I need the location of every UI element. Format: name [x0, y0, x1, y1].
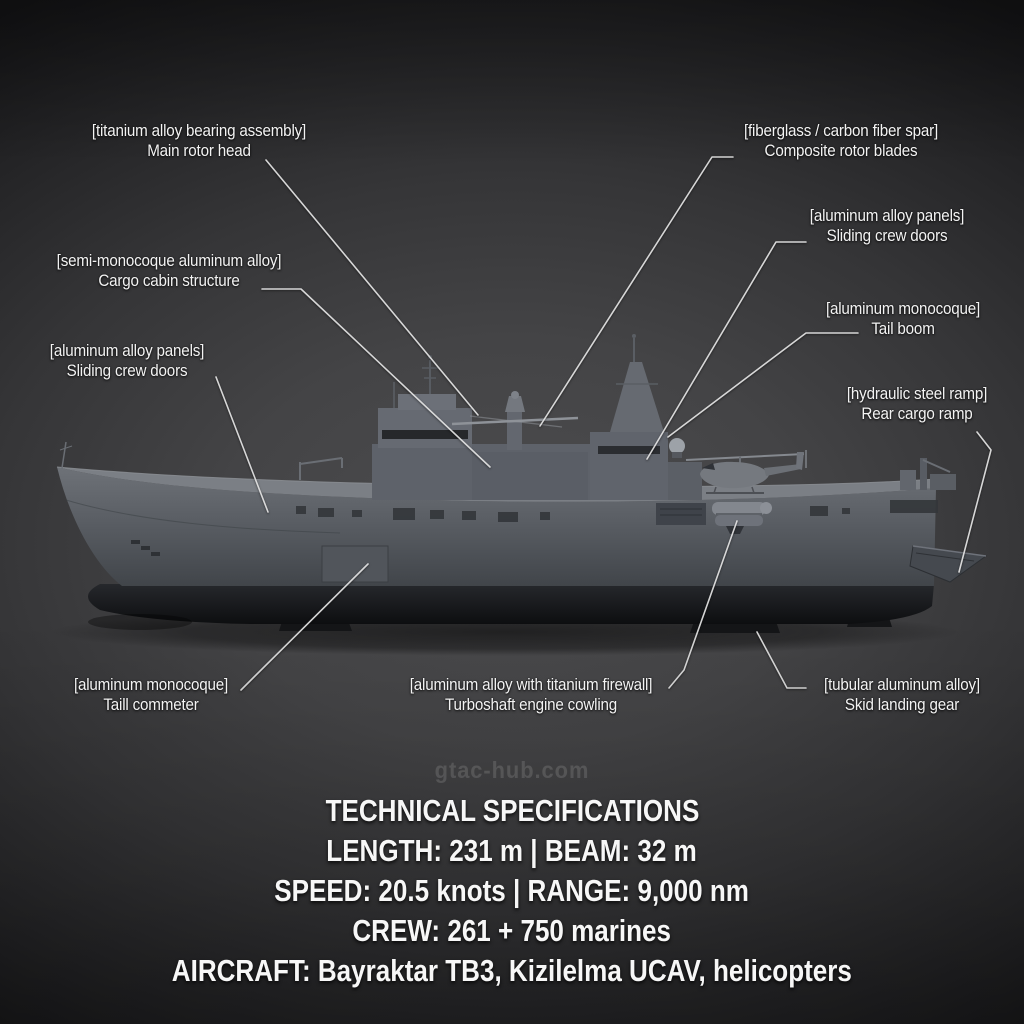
callout-material-sliding-crew-doors-left: [aluminum alloy panels] [49, 342, 205, 360]
callout-rear-cargo-ramp: [hydraulic steel ramp]Rear cargo ramp [841, 385, 993, 424]
callout-sliding-crew-doors-right: [aluminum alloy panels]Sliding crew door… [803, 207, 971, 246]
callout-cargo-cabin-structure: [semi-monocoque aluminum alloy]Cargo cab… [47, 252, 291, 291]
leader-sliding-crew-doors-left [215, 376, 269, 513]
stern-equipment [900, 458, 956, 490]
watermark: gtac-hub.com [434, 757, 590, 783]
leader-sliding-crew-doors-right [646, 241, 807, 460]
callout-material-cargo-cabin-structure: [semi-monocoque aluminum alloy] [56, 252, 282, 270]
island-superstructure [372, 334, 702, 500]
callout-part-rear-cargo-ramp: Rear cargo ramp [861, 404, 973, 423]
callout-part-tail-boom: Tail boom [871, 319, 935, 338]
leader-rear-cargo-ramp [958, 431, 992, 573]
ship-hull [57, 467, 936, 586]
callout-sliding-crew-doors-left: [aluminum alloy panels]Sliding crew door… [43, 342, 211, 381]
specs-line-text-3: AIRCRAFT: Bayraktar TB3, Kizilelma UCAV,… [171, 953, 853, 988]
callout-turboshaft-engine-cowling: [aluminum alloy with titanium firewall]T… [399, 676, 663, 715]
callout-part-turboshaft-engine-cowling: Turboshaft engine cowling [444, 695, 618, 714]
ship-waterline-hull [88, 584, 934, 624]
callout-material-main-rotor-head: [titanium alloy bearing assembly] [91, 122, 307, 140]
callout-part-cargo-cabin-structure: Cargo cabin structure [98, 271, 240, 290]
specs-line-1: SPEED: 20.5 knots | RANGE: 9,000 nm [0, 871, 1024, 911]
leader-skid-landing-gear [756, 631, 807, 689]
specs-line-text-2: CREW: 261 + 750 marines [352, 913, 672, 948]
helicopter [685, 450, 807, 494]
bow-markings [131, 540, 160, 556]
leader-tail-boom [667, 332, 859, 438]
callout-skid-landing-gear: [tubular aluminum alloy]Skid landing gea… [817, 676, 986, 715]
callout-part-composite-rotor-blades: Composite rotor blades [764, 141, 918, 160]
deck-crane [299, 457, 343, 480]
callout-main-rotor-head: [titanium alloy bearing assembly]Main ro… [83, 122, 316, 161]
callout-material-taill-commeter: [aluminum monocoque] [73, 676, 229, 694]
specs-line-3: AIRCRAFT: Bayraktar TB3, Kizilelma UCAV,… [0, 951, 1024, 991]
specs-panel: TECHNICAL SPECIFICATIONS LENGTH: 231 m |… [0, 791, 1024, 991]
leader-composite-rotor-blades [539, 156, 734, 427]
callout-part-sliding-crew-doors-right: Sliding crew doors [826, 226, 948, 245]
callout-material-skid-landing-gear: [tubular aluminum alloy] [824, 676, 980, 694]
callout-tail-boom: [aluminum monocoque]Tail boom [819, 300, 987, 339]
leader-turboshaft-engine-cowling [668, 520, 738, 689]
leader-cargo-cabin-structure [261, 288, 491, 468]
callout-material-turboshaft-engine-cowling: [aluminum alloy with titanium firewall] [409, 676, 653, 694]
specs-line-2: CREW: 261 + 750 marines [0, 911, 1024, 951]
leader-taill-commeter [240, 563, 369, 691]
specs-line-0: LENGTH: 231 m | BEAM: 32 m [0, 831, 1024, 871]
specs-line-text-1: SPEED: 20.5 knots | RANGE: 9,000 nm [274, 873, 750, 908]
callout-part-taill-commeter: Taill commeter [103, 695, 199, 714]
callout-material-rear-cargo-ramp: [hydraulic steel ramp] [846, 385, 988, 403]
specs-line-text-0: LENGTH: 231 m | BEAM: 32 m [326, 833, 698, 868]
callout-composite-rotor-blades: [fiberglass / carbon fiber spar]Composit… [736, 122, 947, 161]
specs-title: TECHNICAL SPECIFICATIONS [325, 793, 699, 828]
specs-lines: LENGTH: 231 m | BEAM: 32 m SPEED: 20.5 kn… [0, 831, 1024, 991]
callout-material-composite-rotor-blades: [fiberglass / carbon fiber spar] [743, 122, 939, 140]
callout-part-main-rotor-head: Main rotor head [147, 141, 251, 160]
specs-title-line: TECHNICAL SPECIFICATIONS [0, 791, 1024, 831]
leader-main-rotor-head [265, 159, 479, 416]
callout-part-sliding-crew-doors-left: Sliding crew doors [66, 361, 188, 380]
rear-cargo-ramp-shape [909, 545, 988, 583]
engine-cowling-pod [712, 502, 772, 534]
callout-material-tail-boom: [aluminum monocoque] [825, 300, 981, 318]
callout-material-sliding-crew-doors-right: [aluminum alloy panels] [809, 207, 965, 225]
callout-part-skid-landing-gear: Skid landing gear [844, 695, 960, 714]
callout-taill-commeter: [aluminum monocoque]Taill commeter [67, 676, 235, 715]
